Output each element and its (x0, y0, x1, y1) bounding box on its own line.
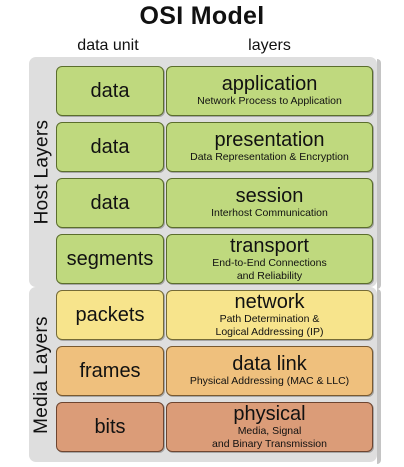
layer-name: network (234, 291, 305, 314)
layer-description: Interhost Communication (211, 207, 328, 220)
layer-box-transport: transport End-to-End Connections and Rel… (166, 234, 373, 284)
host-layers-label-wrap: Host Layers (29, 57, 55, 287)
layer-description: Path Determination & (219, 313, 320, 326)
layer-box-application: application Network Process to Applicati… (166, 66, 373, 116)
layer-description: Physical Addressing (MAC & LLC) (189, 375, 350, 388)
layer-box-physical: physical Media, Signal and Binary Transm… (166, 402, 373, 452)
unit-box-session: data (56, 178, 164, 228)
unit-box-application: data (56, 66, 164, 116)
layer-description: Media, Signal (237, 425, 302, 438)
unit-label: packets (75, 303, 145, 326)
layer-name: session (235, 185, 304, 208)
layer-description: Network Process to Application (197, 95, 342, 108)
layer-name: transport (230, 235, 309, 258)
host-layers-label: Host Layers (31, 119, 52, 225)
unit-box-physical: bits (56, 402, 164, 452)
layer-name: physical (233, 403, 306, 426)
layer-box-data-link: data link Physical Addressing (MAC & LLC… (166, 346, 373, 396)
unit-label: data (90, 135, 130, 158)
layer-description: Data Representation & Encryption (190, 151, 349, 164)
unit-label: frames (79, 359, 141, 382)
layer-description: and Binary Transmission (212, 437, 327, 450)
unit-label: bits (94, 415, 126, 438)
layer-description: End-to-End Connections (212, 257, 327, 270)
unit-label: data (90, 191, 130, 214)
unit-label: segments (66, 247, 154, 270)
layer-box-presentation: presentation Data Representation & Encry… (166, 122, 373, 172)
media-layers-label-wrap: Media Layers (29, 287, 55, 462)
layer-box-session: session Interhost Communication (166, 178, 373, 228)
layer-description: Logical Addressing (IP) (215, 325, 324, 338)
diagram-title: OSI Model (139, 2, 265, 30)
unit-box-data-link: frames (56, 346, 164, 396)
layers-header: layers (248, 37, 291, 54)
layer-description: and Reliability (236, 269, 303, 282)
layer-name: data link (232, 353, 307, 376)
unit-label: data (90, 79, 130, 102)
unit-box-presentation: data (56, 122, 164, 172)
layer-name: presentation (214, 129, 325, 152)
layer-name: application (221, 73, 318, 96)
unit-box-transport: segments (56, 234, 164, 284)
host-group-shadow (377, 59, 381, 289)
data-unit-header: data unit (77, 37, 139, 54)
layer-box-network: network Path Determination & Logical Add… (166, 290, 373, 340)
media-layers-label: Media Layers (31, 315, 52, 434)
media-group-shadow (377, 289, 381, 464)
unit-box-network: packets (56, 290, 164, 340)
